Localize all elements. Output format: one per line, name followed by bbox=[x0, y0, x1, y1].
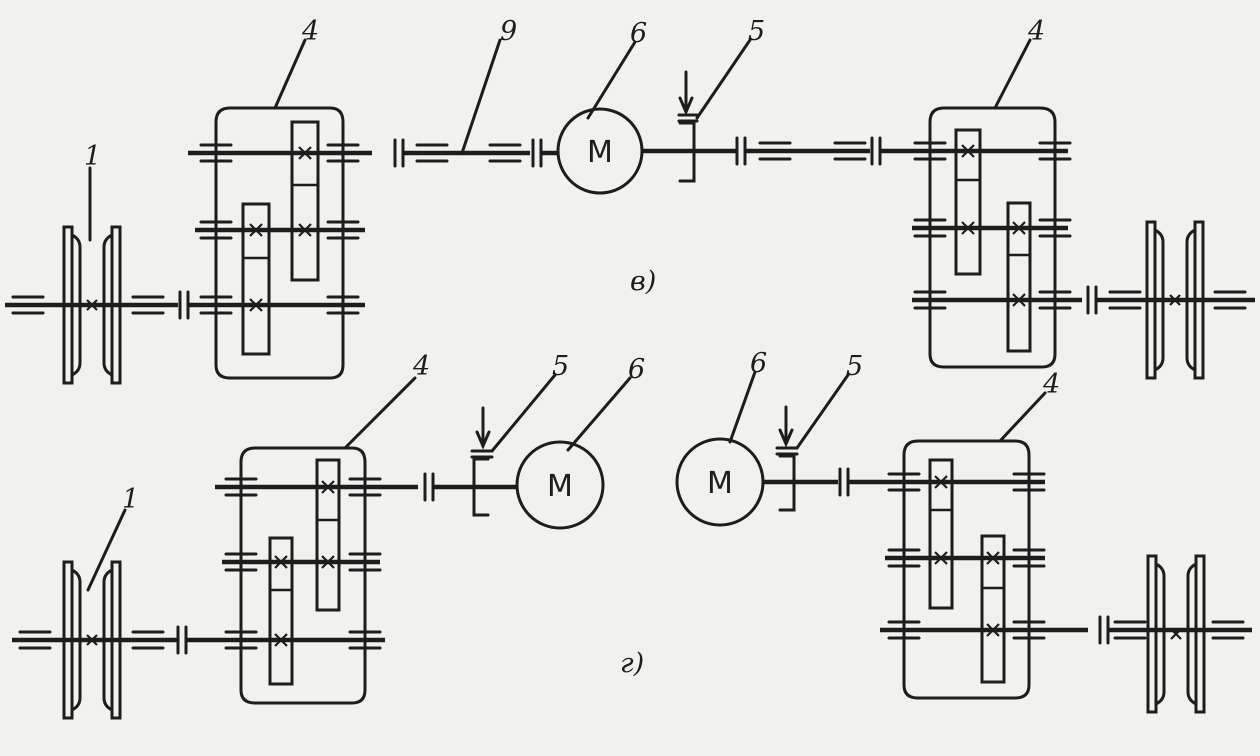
brake-bottom-right bbox=[775, 405, 799, 512]
scheme-bottom: М М bbox=[12, 348, 1252, 720]
reducer-top-right bbox=[880, 106, 1082, 369]
label-reducer: 4 bbox=[1027, 16, 1045, 47]
label-reducer: 4 bbox=[301, 16, 319, 47]
label-wheel: 1 bbox=[122, 484, 139, 515]
label-reducer: 4 bbox=[1042, 369, 1060, 400]
motor-bottom-right: М bbox=[675, 437, 765, 527]
wheel-top-right bbox=[1145, 220, 1205, 380]
reducer-top-left bbox=[188, 106, 372, 380]
reducer-bottom-right bbox=[848, 439, 1088, 700]
label-motor: 6 bbox=[628, 354, 645, 385]
label-motor: 6 bbox=[630, 18, 647, 49]
motor-letter: М bbox=[587, 135, 613, 170]
motor-bottom-left: М bbox=[515, 440, 605, 530]
reducer-bottom-left bbox=[186, 446, 418, 705]
caption-bottom: г) bbox=[620, 648, 644, 679]
label-motor: 6 bbox=[750, 348, 767, 379]
label-wheel: 1 bbox=[84, 141, 101, 172]
wheel-bottom-right bbox=[1146, 554, 1206, 714]
label-shaft: 9 bbox=[500, 16, 517, 47]
label-brake: 5 bbox=[552, 351, 569, 382]
caption-top: в) bbox=[630, 266, 656, 297]
label-brake: 5 bbox=[748, 16, 765, 47]
brake-bottom-left bbox=[470, 406, 494, 517]
motor-top: М bbox=[556, 107, 644, 195]
brake-top bbox=[677, 70, 699, 183]
label-reducer: 4 bbox=[412, 351, 430, 382]
motor-letter: М bbox=[707, 466, 733, 501]
label-brake: 5 bbox=[846, 351, 863, 382]
motor-letter: М bbox=[547, 469, 573, 504]
scheme-top: М bbox=[5, 16, 1255, 385]
